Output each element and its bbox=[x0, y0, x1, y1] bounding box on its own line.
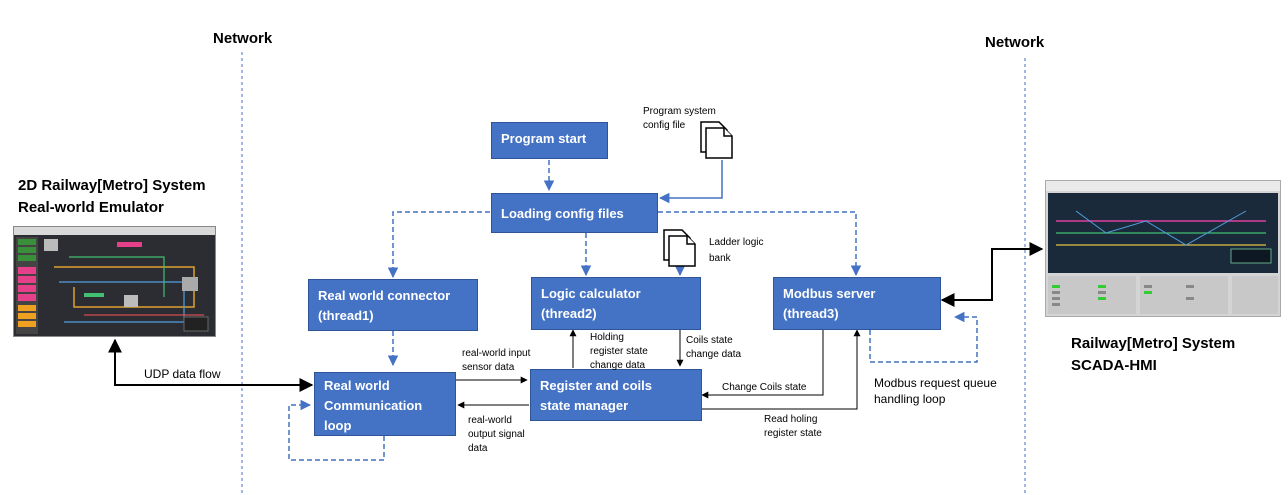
real-world-connector-box: Real world connector (thread1) bbox=[308, 279, 478, 331]
modbus-loop-line2: handling loop bbox=[874, 392, 946, 406]
program-start-label: Program start bbox=[501, 131, 587, 146]
scada-screenshot bbox=[1045, 180, 1281, 317]
config-file-icon bbox=[700, 121, 733, 159]
ladder-logic-label: Ladder logic bank bbox=[709, 235, 763, 267]
scada-title-line2: SCADA-HMI bbox=[1071, 357, 1157, 374]
scada-title-line1: Railway[Metro] System bbox=[1071, 335, 1236, 352]
real-world-connector-line2: (thread1) bbox=[318, 308, 374, 323]
emulator-screenshot-graphic bbox=[14, 227, 215, 334]
ladder-logic-label-line1: Ladder logic bbox=[709, 237, 764, 248]
rw-output-line2: output signal bbox=[468, 429, 525, 440]
scada-screenshot-graphic bbox=[1046, 181, 1280, 314]
rw-output-line3: data bbox=[468, 443, 488, 454]
register-manager-line1: Register and coils bbox=[540, 378, 652, 393]
emulator-title-line2: Real-world Emulator bbox=[18, 199, 164, 216]
register-manager-line2: state manager bbox=[540, 398, 629, 413]
holding-label: Holding register state change data bbox=[590, 331, 648, 373]
rw-output-line1: real-world bbox=[468, 415, 512, 426]
rw-input-label: real-world input sensor data bbox=[462, 347, 530, 375]
modbus-server-box: Modbus server (thread3) bbox=[773, 277, 941, 330]
holding-line2: register state bbox=[590, 346, 648, 357]
modbus-server-line1: Modbus server bbox=[783, 286, 876, 301]
holding-line3: change data bbox=[590, 360, 646, 371]
modbus-loop-label: Modbus request queue handling loop bbox=[874, 375, 997, 407]
logic-calculator-box: Logic calculator (thread2) bbox=[531, 277, 701, 330]
loading-config-box: Loading config files bbox=[491, 193, 658, 233]
emulator-screenshot bbox=[13, 226, 216, 337]
network-label-left: Network bbox=[213, 30, 273, 47]
rw-output-label: real-world output signal data bbox=[468, 414, 525, 456]
register-manager-box: Register and coils state manager bbox=[530, 369, 702, 421]
coils-line1: Coils state bbox=[686, 335, 733, 346]
real-world-comm-box: Real world Communication loop bbox=[314, 372, 456, 436]
config-file-label-line1: Program system bbox=[643, 106, 716, 117]
scada-title: Railway[Metro] System SCADA-HMI bbox=[1071, 333, 1235, 377]
read-holding-line1: Read holing bbox=[764, 414, 818, 425]
real-world-comm-line1: Real world bbox=[324, 378, 390, 393]
udp-label: UDP data flow bbox=[144, 367, 221, 381]
emulator-title-line1: 2D Railway[Metro] System bbox=[18, 177, 206, 194]
coils-label: Coils state change data bbox=[686, 334, 741, 362]
loading-config-label: Loading config files bbox=[501, 206, 624, 221]
modbus-loop-line1: Modbus request queue bbox=[874, 376, 997, 390]
rw-input-line1: real-world input bbox=[462, 348, 531, 359]
real-world-connector-line1: Real world connector bbox=[318, 288, 451, 303]
modbus-server-line2: (thread3) bbox=[783, 306, 839, 321]
real-world-comm-line2: Communication bbox=[324, 398, 423, 413]
coils-line2: change data bbox=[686, 349, 742, 360]
network-label-right: Network bbox=[985, 34, 1045, 51]
logic-calculator-line2: (thread2) bbox=[541, 306, 597, 321]
change-coils-label: Change Coils state bbox=[722, 382, 807, 393]
rw-input-line2: sensor data bbox=[462, 362, 515, 373]
ladder-logic-label-line2: bank bbox=[709, 253, 731, 264]
program-start-box: Program start bbox=[491, 122, 608, 159]
emulator-title: 2D Railway[Metro] System Real-world Emul… bbox=[18, 175, 206, 219]
read-holding-line2: register state bbox=[764, 428, 822, 439]
logic-calculator-line1: Logic calculator bbox=[541, 286, 641, 301]
real-world-comm-line3: loop bbox=[324, 418, 352, 433]
config-file-label: Program system config file bbox=[643, 105, 716, 133]
holding-line1: Holding bbox=[590, 332, 624, 343]
ladder-logic-file-icon bbox=[663, 229, 696, 267]
config-file-label-line2: config file bbox=[643, 120, 686, 131]
read-holding-label: Read holing register state bbox=[764, 413, 822, 441]
